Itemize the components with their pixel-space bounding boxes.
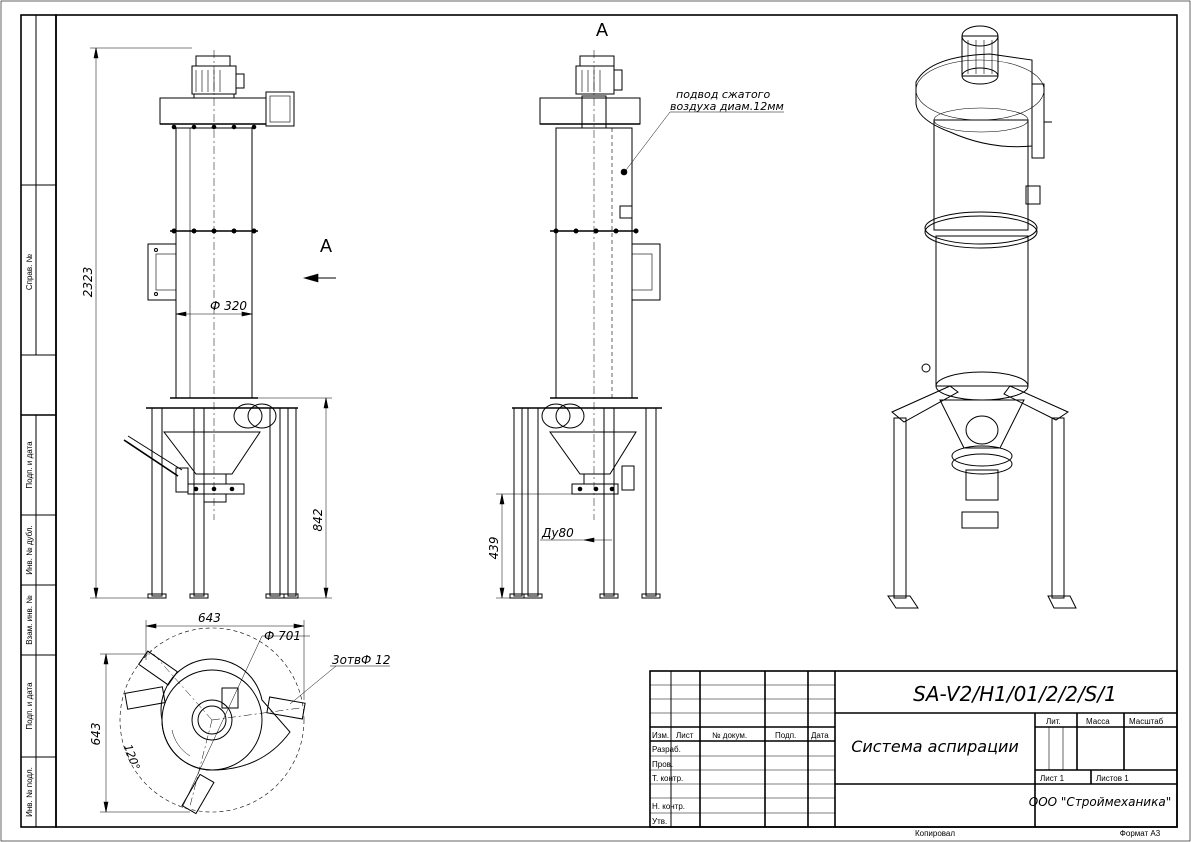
tb-header-sign: Подп. [775,731,796,740]
stamp-podp-data-1: Подп. и дата [25,441,34,489]
dim-holes: 3отвФ 12 [332,653,390,667]
title-block: Изм. Лист № докум. Подп. Дата Разраб. Пр… [649,670,1178,828]
tb-header-list: Лист [676,731,694,740]
dim-plan-diam: Ф 701 [264,629,301,643]
dim-height-legs: 842 [311,509,325,532]
stamp-vzam-inv: Взам. инв. № [25,595,34,645]
view-arrow-label: А [320,236,332,256]
dim-outlet-du: Ду80 [541,526,574,540]
air-note-line-1: подвод сжатого [676,88,770,101]
front-view: А 2323 842 Ф 320 [81,47,336,599]
stamp-inv-dubl: Инв. № дубл. [25,525,34,575]
dim-height-outlet: 439 [487,537,501,560]
drawing-name: Система аспирации [851,737,1019,756]
view-a-title: А [596,20,608,40]
dim-height-total: 2323 [81,267,95,298]
tb-header-izm: Изм. [652,731,669,740]
copied-label: Копировал [915,829,955,838]
tb-sheet: Лист 1 [1040,774,1065,783]
plan-view: 643 643 Ф 701 3отвФ 12 120° [89,611,390,815]
dim-plan-width: 643 [198,611,221,625]
format-label: Формат А3 [1120,829,1161,838]
tb-mass: Масса [1086,717,1110,726]
tb-sheets: Листов 1 [1096,774,1129,783]
side-view-a: А [487,20,784,599]
tb-role-5: Н. контр. [652,802,685,811]
tb-scale: Масштаб [1129,717,1164,726]
stamp-inv-podl: Инв. № подл. [25,767,34,817]
stamp-sprav: Справ. № [25,253,34,290]
tb-role-1: Разраб. [652,745,681,754]
isometric-view [887,25,1077,609]
tb-lit: Лит. [1046,717,1061,726]
tb-role-6: Утв. [652,817,667,826]
tb-role-2: Пров. [652,760,673,769]
stamp-podp-data-2: Подп. и дата [25,682,34,730]
drawing-company: ООО "Строймеханика" [1029,795,1171,809]
tb-header-date: Дата [811,731,829,740]
tb-role-3: Т. контр. [652,774,683,783]
dim-angle: 120° [121,743,142,772]
side-stamp: Справ. № Подп. и дата Инв. № дубл. Взам.… [20,14,57,828]
air-note-line-2: воздуха диам.12мм [670,100,784,113]
tb-header-doc: № докум. [712,731,747,740]
dim-diameter-body: Ф 320 [210,299,247,313]
drawing-code: SA-V2/H1/01/2/2/S/1 [913,682,1117,706]
dim-plan-height: 643 [89,723,103,746]
